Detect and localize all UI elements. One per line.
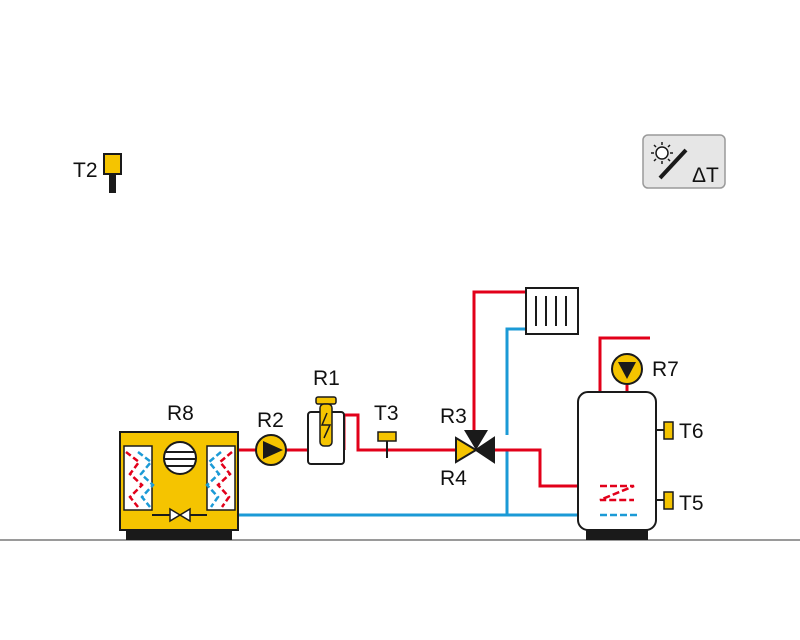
label-t6: T6: [679, 420, 704, 443]
electric-heater-icon: [307, 396, 345, 465]
heat-pump-icon: [119, 431, 239, 540]
label-t2: T2: [73, 159, 98, 182]
radiator-icon: [525, 287, 579, 335]
return-piping: [232, 327, 600, 517]
label-r3: R3: [440, 405, 467, 428]
storage-tank-icon: [577, 391, 674, 540]
label-r2: R2: [257, 409, 284, 432]
label-r4: R4: [440, 467, 467, 490]
sun-collector-delta-t-icon[interactable]: ΔT: [642, 134, 726, 189]
label-r8: R8: [167, 402, 194, 425]
temperature-sensor-icon: [103, 153, 122, 193]
three-way-valve-icon: [455, 430, 495, 464]
label-t3: T3: [374, 402, 399, 425]
temperature-sensor-t3: [377, 431, 397, 458]
pump-r2: [255, 434, 287, 466]
label-r7: R7: [652, 358, 679, 381]
pump-r7: [611, 353, 643, 385]
delta-t-label: ΔT: [692, 164, 719, 187]
label-r1: R1: [313, 367, 340, 390]
label-t5: T5: [679, 492, 704, 515]
